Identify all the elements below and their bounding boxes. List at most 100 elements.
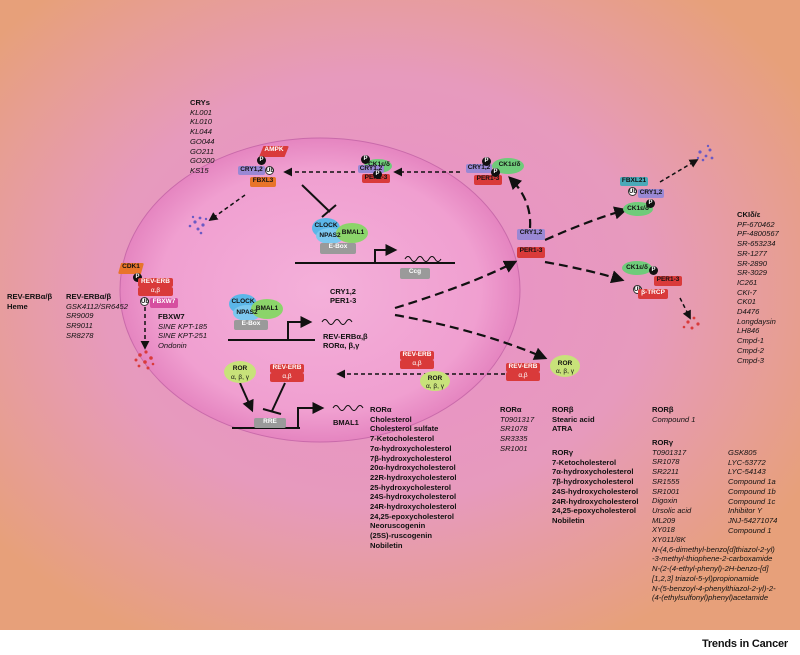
reverb-protein-left: REV-ERB: [138, 278, 173, 287]
reverb-ab-a: α,β: [506, 372, 540, 381]
ror-gamma-synth-long: N-(2-(4-ethyl-phenyl)-2H-benzo-[d]: [652, 564, 769, 574]
ror-gamma-synth-title: RORγ: [652, 438, 674, 447]
npas2-label-top: NPAS2: [319, 232, 341, 239]
degraded-dots-fbxl21: [696, 144, 714, 162]
ror-alpha-item: (25S)-ruscogenin: [370, 531, 433, 541]
fbxw7-item: Ondonin: [158, 341, 187, 351]
clock-label-mid: CLOCK: [231, 298, 255, 305]
degraded-dots-reverb: [134, 350, 155, 370]
promoter-arrow-middle: [287, 316, 313, 340]
ror-gamma-synth-long: -3-methyl-thiophene-2-carboxamide: [652, 554, 773, 564]
reverb-synthetic-ligands: REV-ERBα/β GSK4112/SR6452 SR9009 SR9011 …: [66, 292, 128, 341]
ck1-inhibitor-item: PF-4800567: [737, 229, 779, 239]
btrcp-protein: β-TRCP: [638, 289, 668, 299]
ror-gamma-synth-item: XY011/8K: [652, 535, 686, 545]
mrna-middle: [321, 319, 353, 325]
ror-gamma-synth-item: ML209: [652, 515, 676, 525]
fbxl21-protein: FBXL21: [620, 177, 648, 186]
ror-beta-synth-item: Compound 1: [652, 414, 696, 424]
cry-protein-mid: CRY1,2: [358, 165, 384, 173]
ror-alpha-endogenous-list: RORα Cholesterol Cholesterol sulfate 7-K…: [370, 405, 457, 551]
ror-gamma-synth-item: JNJ-54271074: [728, 515, 778, 525]
ck1-inhibitor-item: CKI-7: [737, 287, 757, 297]
ror-alpha-item: Cholesterol: [370, 414, 412, 424]
ck1-inhibitor-item: CK01: [737, 297, 756, 307]
ror-alpha-item: 20α-hydroxycholesterol: [370, 463, 456, 473]
arrow-mrna-to-reverb-ror: [394, 313, 548, 360]
ror-alpha-item: 7β-hydroxycholesterol: [370, 453, 452, 463]
phospho-badge-mid-a: P: [361, 155, 370, 164]
ror-gamma-item: Nobiletin: [552, 515, 585, 525]
arrow-cry-per-to-btrcp: [544, 260, 625, 284]
ror-abg-c: α, β, γ: [231, 374, 249, 381]
ror-gamma-synth-item: SR1555: [652, 476, 680, 486]
ror-alpha-synth-item: SR1078: [500, 424, 528, 434]
ror-alpha-item: Neoruscogenin: [370, 521, 426, 531]
inhibit-bar-rre: [262, 408, 282, 415]
ub-badge-fbxl3: Ub: [265, 166, 274, 175]
ck1-inhibitor-item: Cmpd-3: [737, 355, 765, 365]
arrow-btrcp-degrade: [679, 297, 691, 320]
ebox-top: E-Box: [320, 243, 356, 254]
reverb-protein-b: REV-ERB: [400, 351, 434, 360]
footer-bar: [0, 630, 800, 655]
ck1-label-right: CK1ε/δ: [498, 161, 521, 168]
reverb-ab-b: α,β: [400, 360, 434, 369]
ror-gamma-synthetic-list-2: GSK805 LYC-53772 LYC-54143 Compound 1a C…: [728, 448, 777, 535]
ck1-inhibitor-item: SR-1277: [737, 248, 767, 258]
mrna-reverb-label: REV-ERBα,β: [323, 332, 368, 341]
arrow-fbxl21-degrade: [659, 159, 699, 183]
ror-alpha-synthetic-list: RORα T0901317 SR1078 SR3335 SR1001: [500, 405, 534, 454]
ror-gamma-endogenous-list: RORγ 7-Ketocholesterol 7α-hydroxycholest…: [552, 448, 639, 526]
ror-gamma-synth-item: SR1001: [652, 486, 680, 496]
mrna-top: [404, 256, 442, 262]
ror-alpha-synth-title: RORα: [500, 405, 522, 414]
ror-alpha-synth-item: T0901317: [500, 414, 535, 424]
phospho-badge-cdk1: P: [133, 273, 142, 282]
ror-label-a: ROR: [557, 360, 573, 367]
reverb-protein-a: REV-ERB: [506, 363, 540, 372]
phospho-badge-right-a: P: [482, 157, 491, 166]
ror-gamma-synth-item: SR2211: [652, 467, 679, 477]
fbxw7-title: FBXW7: [158, 312, 185, 321]
ror-beta-title: RORβ: [552, 405, 574, 414]
ck1-inhibitor-item: LH846: [737, 326, 760, 336]
ror-gamma-synth-long: N-(4,6-dimethyl-benzo[d]thiazol-2-yl): [652, 544, 775, 554]
reverb-ligand-item: SR8278: [66, 330, 94, 340]
reverb-ligand-item: SR9011: [66, 321, 93, 331]
ccg-box: Ccg: [400, 268, 430, 279]
degraded-dots-btrcp: [682, 316, 700, 330]
fbxw7-item: SINE KPT-251: [158, 331, 208, 341]
ror-label-b: ROR: [427, 375, 443, 382]
ror-gamma-synth-item: Ursolic acid: [652, 505, 692, 515]
cry-inhibitor-item: GO200: [190, 156, 215, 166]
ror-gamma-item: 24R-hydroxycholesterol: [552, 496, 639, 506]
reverb-ab-left: α,β: [138, 287, 173, 296]
ror-gamma-item: 7α-hydroxycholesterol: [552, 467, 634, 477]
mrna-per-label: PER1-3: [330, 296, 357, 305]
ck1-inhibitor-item: Cmpd-1: [737, 336, 765, 346]
promoter-arrow-bottom: [297, 402, 325, 428]
ror-gamma-synth-long: [1,2,3] triazol-5-yl)propionamide: [652, 573, 759, 583]
ror-gamma-synth-item: Compound 1: [728, 525, 772, 535]
ror-alpha-synth-item: SR3335: [500, 434, 528, 444]
ror-alpha-item: 24S-hydroxycholesterol: [370, 492, 457, 502]
ror-gamma-synth-item: Compound 1b: [728, 486, 776, 496]
npas2-label-mid: NPAS2: [236, 309, 258, 316]
clock-label-top: CLOCK: [314, 222, 338, 229]
inhibit-bar-top: [321, 204, 337, 218]
phospho-badge-btrcp: P: [649, 266, 658, 275]
ck1-oval-4: [622, 261, 652, 275]
reverb-ligand-item: GSK4112/SR6452: [66, 301, 128, 311]
rre-box: RRE: [254, 418, 286, 428]
ror-gamma-synth-item: LYC-54143: [728, 467, 766, 477]
ampk-protein: AMPK: [259, 146, 289, 157]
mrna-ror-label: RORα, β,γ: [323, 341, 360, 350]
ck1-label-mid: CK1ε/δ: [368, 161, 390, 168]
cry-inhibitor-list: CRYs KL001 KL010 KL044 GO044 GO211 GO200…: [190, 98, 214, 176]
ror-alpha-title: RORα: [370, 405, 392, 414]
per-protein-right: PER1-3: [474, 175, 502, 185]
cry-inhibitor-item: GO044: [190, 136, 215, 146]
ror-oval-a: [550, 355, 580, 377]
ub-badge-fbxl21: Ub: [628, 187, 637, 196]
